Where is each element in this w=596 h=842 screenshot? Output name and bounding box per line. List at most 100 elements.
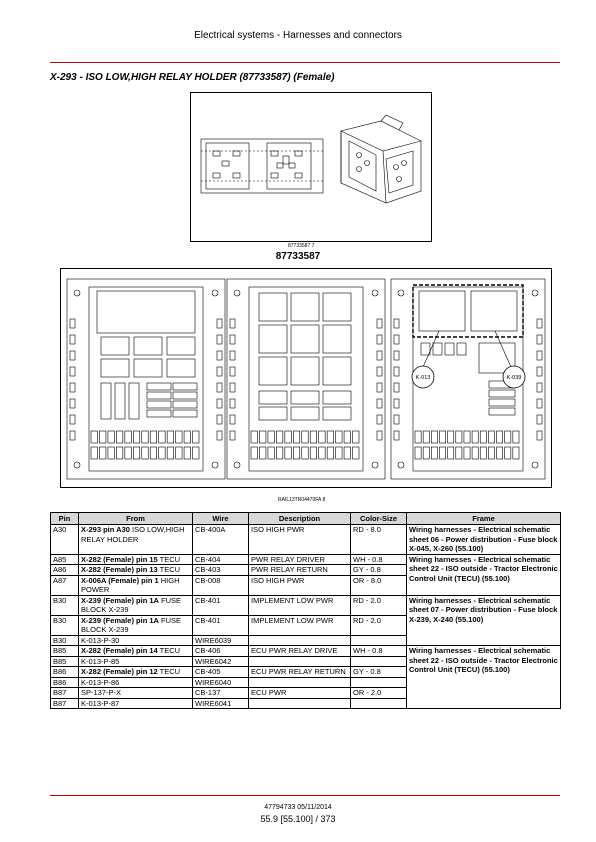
wire-cell: CB-406 (192, 645, 249, 657)
from-cell: K-013-P-85 (78, 655, 193, 667)
col-header-color-size: Color-Size (350, 512, 407, 525)
col-header-frame: Frame (406, 512, 561, 525)
description-cell: IMPLEMENT LOW PWR (248, 594, 351, 616)
wire-cell: WIRE6040 (192, 676, 249, 688)
from-connector: X-282 (Female) pin 13 (81, 565, 158, 574)
pin-cell: A86 (50, 564, 79, 576)
from-cell: X-282 (Female) pin 12 TECU (78, 666, 193, 678)
relay-callout-k013: K-013 (411, 365, 435, 389)
relay-label-k039: K-039 (507, 375, 522, 381)
from-cell: K-013-P-86 (78, 676, 193, 688)
color-size-cell: RD - 2.0 (350, 594, 407, 616)
figure1-caption-small: 87733587 7 (288, 243, 315, 249)
from-cell: X-282 (Female) pin 14 TECU (78, 645, 193, 657)
color-size-cell: WH - 0.8 (350, 553, 407, 565)
relay-holder-figure (190, 92, 432, 242)
pin-cell: B86 (50, 666, 79, 678)
color-size-cell (350, 697, 407, 709)
description-cell (248, 634, 351, 646)
col-header-description: Description (248, 512, 351, 525)
fuse-panel-drawing: K-013 K-039 (66, 278, 546, 480)
color-size-cell (350, 655, 407, 667)
wire-cell: CB-405 (192, 666, 249, 678)
from-detail: TECU (157, 565, 181, 574)
page-header: Electrical systems - Harnesses and conne… (194, 30, 402, 41)
pin-cell: A30 (50, 524, 79, 555)
from-connector: X-293 pin A30 (81, 525, 130, 534)
description-cell: PWR RELAY DRIVER (248, 553, 351, 565)
description-cell (248, 676, 351, 688)
frame-cell: Wiring harnesses - Electrical schematic … (406, 553, 561, 596)
relay-label-k013: K-013 (416, 375, 431, 381)
col-header-from: From (78, 512, 193, 525)
color-size-cell: RD - 8.0 (350, 524, 407, 555)
figure2-caption-small: RAIL13TR04470FA 8 (278, 497, 326, 503)
wire-cell: CB-404 (192, 553, 249, 565)
from-cell: X-293 pin A30 ISO LOW,HIGH RELAY HOLDER (78, 524, 193, 555)
from-cell: X-239 (Female) pin 1A FUSE BLOCK X-239 (78, 614, 193, 636)
wire-cell: CB-400A (192, 524, 249, 555)
from-detail: K-013-P-86 (81, 677, 120, 687)
color-size-cell: GY - 0.8 (350, 564, 407, 576)
color-size-cell: OR - 8.0 (350, 574, 407, 596)
color-size-cell: OR - 2.0 (350, 687, 407, 699)
from-detail: SP-137-P-X (81, 688, 122, 697)
color-size-cell (350, 676, 407, 688)
footer-page-number: 55.9 [55.100] / 373 (260, 814, 336, 824)
color-size-cell: GY - 0.8 (350, 666, 407, 678)
from-connector: X-282 (Female) pin 12 (81, 667, 158, 676)
wire-cell: CB-401 (192, 594, 249, 616)
pin-cell: B30 (50, 634, 79, 646)
figure1-caption: 87733587 (275, 251, 321, 262)
from-detail: FUSE BLOCK X-239 (81, 595, 182, 615)
relay-callout-k039: K-039 (502, 365, 526, 389)
pin-cell: A87 (50, 574, 79, 596)
col-header-pin: Pin (50, 512, 79, 525)
wire-cell: WIRE6041 (192, 697, 249, 709)
color-size-cell: RD - 2.0 (350, 614, 407, 636)
pin-cell: B85 (50, 655, 79, 667)
from-connector: X-006A (Female) pin 1 (81, 575, 159, 585)
pin-cell: B85 (50, 645, 79, 657)
relay-holder-drawing (200, 114, 422, 204)
from-connector: X-282 (Female) pin 14 (81, 646, 158, 655)
from-cell: X-282 (Female) pin 15 TECU (78, 553, 193, 565)
description-cell: ECU PWR RELAY DRIVE (248, 645, 351, 657)
wire-cell: WIRE6042 (192, 655, 249, 667)
from-cell: X-006A (Female) pin 1 HIGH POWER (78, 574, 193, 596)
color-size-cell (350, 634, 407, 646)
pin-cell: A85 (50, 553, 79, 565)
pin-table-header: Pin From Wire Description Color-Size Fra… (50, 512, 561, 525)
from-detail: K-013-P-85 (81, 656, 120, 666)
from-connector: X-239 (Female) pin 1A (81, 595, 159, 605)
pin-cell: B30 (50, 614, 79, 636)
col-header-wire: Wire (192, 512, 249, 525)
frame-cell: Wiring harnesses - Electrical schematic … (406, 645, 561, 709)
from-detail: K-013-P-30 (81, 635, 120, 645)
description-cell: ECU PWR RELAY RETURN (248, 666, 351, 678)
frame-cell: Wiring harnesses - Electrical schematic … (406, 524, 561, 555)
description-cell (248, 697, 351, 709)
from-detail: K-013-P-87 (81, 698, 120, 708)
from-detail: HIGH POWER (81, 575, 180, 595)
from-cell: K-013-P-30 (78, 634, 193, 646)
from-connector: X-239 (Female) pin 1A (81, 615, 159, 625)
from-cell: K-013-P-87 (78, 697, 193, 709)
header-rule (50, 62, 560, 63)
wire-cell: CB-403 (192, 564, 249, 576)
footer-rule (50, 795, 560, 796)
fuse-panel-figure: K-013 K-039 (60, 268, 552, 488)
from-detail: ISO LOW,HIGH RELAY HOLDER (81, 525, 185, 544)
pin-cell: B30 (50, 594, 79, 616)
pin-cell: B87 (50, 697, 79, 709)
pin-cell: B86 (50, 676, 79, 688)
footer-doc-id: 47794733 05/11/2014 (264, 804, 332, 811)
pin-cell: B87 (50, 687, 79, 699)
frame-cell: Wiring harnesses - Electrical schematic … (406, 594, 561, 646)
from-detail: TECU (157, 646, 181, 655)
description-cell: ISO HIGH PWR (248, 524, 351, 555)
